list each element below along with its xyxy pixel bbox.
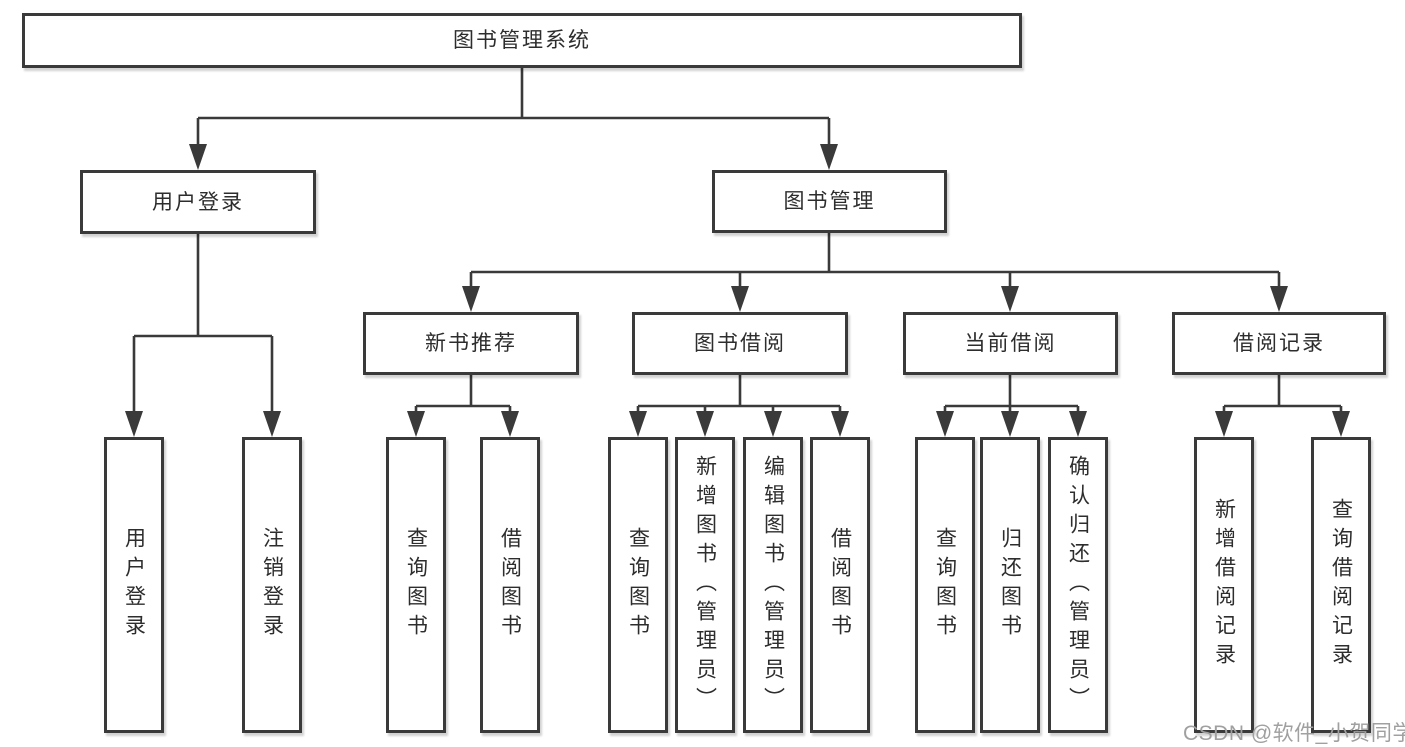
leaf-label: 新增借阅记录 — [1212, 498, 1236, 672]
leaf-label: 查询图书 — [404, 527, 428, 643]
leaf-label: 借阅图书 — [498, 527, 522, 643]
leaf-query-books-current: 查询图书 — [915, 437, 975, 733]
leaf-label: 查询图书 — [933, 527, 957, 643]
leaf-add-borrow-record: 新增借阅记录 — [1194, 437, 1254, 733]
leaf-borrow-books-recommend: 借阅图书 — [480, 437, 540, 733]
node-book-management-system: 图书管理系统 — [22, 13, 1022, 68]
node-label: 用户登录 — [152, 190, 244, 214]
leaf-edit-books-admin: 编辑图书（管理员） — [743, 437, 803, 733]
leaf-label: 归还图书 — [998, 527, 1022, 643]
watermark-text: CSDN @软件_小贺同学 — [1183, 722, 1405, 745]
leaf-user-login: 用户登录 — [104, 437, 164, 733]
leaf-query-borrow-record: 查询借阅记录 — [1311, 437, 1371, 733]
leaf-borrow-books: 借阅图书 — [810, 437, 870, 733]
node-label: 借阅记录 — [1233, 332, 1325, 355]
node-user-login: 用户登录 — [80, 170, 316, 234]
leaf-label: 用户登录 — [122, 527, 146, 643]
leaf-add-books-admin: 新增图书（管理员） — [675, 437, 735, 733]
leaf-return-books: 归还图书 — [980, 437, 1040, 733]
node-label: 图书管理 — [783, 190, 876, 213]
leaf-query-books-recommend: 查询图书 — [386, 437, 446, 733]
node-label: 图书借阅 — [694, 332, 786, 355]
leaf-label: 借阅图书 — [828, 527, 852, 643]
leaf-confirm-return-admin: 确认归还（管理员） — [1048, 437, 1108, 733]
leaf-label: 查询借阅记录 — [1329, 498, 1353, 672]
node-borrowing-records: 借阅记录 — [1172, 312, 1386, 375]
node-new-book-recommend: 新书推荐 — [363, 312, 579, 375]
node-current-borrowing: 当前借阅 — [903, 312, 1118, 375]
node-label: 新书推荐 — [425, 332, 517, 355]
node-book-management: 图书管理 — [712, 170, 947, 233]
leaf-label: 查询图书 — [626, 527, 650, 643]
leaf-label: 新增图书（管理员） — [693, 454, 717, 716]
leaf-label: 注销登录 — [260, 527, 284, 643]
node-label: 图书管理系统 — [453, 29, 591, 52]
node-label: 当前借阅 — [964, 332, 1057, 355]
leaf-label: 确认归还（管理员） — [1066, 454, 1090, 716]
node-book-borrowing: 图书借阅 — [632, 312, 848, 375]
leaf-label: 编辑图书（管理员） — [761, 454, 785, 716]
leaf-query-books-borrow: 查询图书 — [608, 437, 668, 733]
leaf-logout: 注销登录 — [242, 437, 302, 733]
